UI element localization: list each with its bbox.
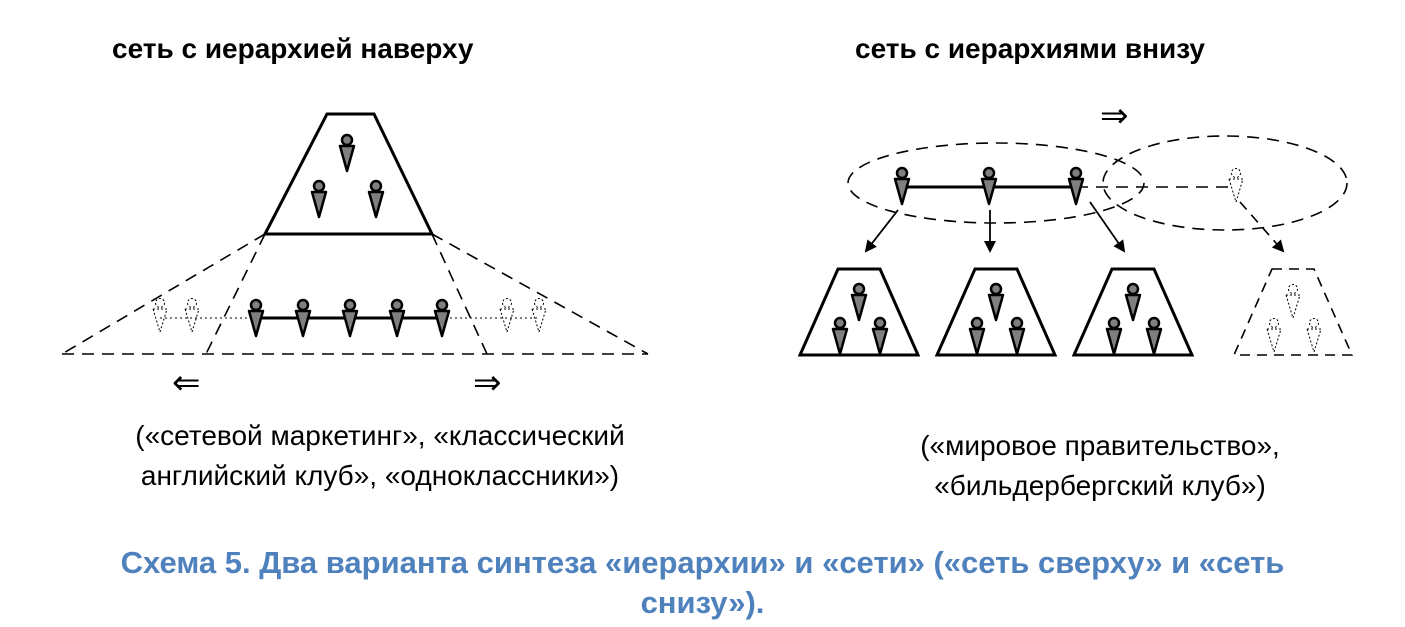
person-icon (433, 298, 451, 338)
hierarchy-trapezoid (797, 267, 921, 357)
person-icon (341, 298, 359, 338)
network-ellipse (847, 142, 1145, 224)
person-icon (294, 298, 312, 338)
person-icon (388, 298, 406, 338)
person-icon (893, 166, 911, 206)
top-hierarchy-trapezoid (262, 112, 435, 236)
person-icon (1008, 316, 1026, 356)
person-icon (338, 133, 356, 173)
dashed-network-expansion (61, 233, 649, 355)
person-icon (367, 179, 385, 219)
ghost-person-icon (499, 298, 515, 333)
person-icon (980, 166, 998, 206)
hierarchy-trapezoid (934, 267, 1058, 357)
network-ellipse-ghost (1102, 135, 1348, 231)
schema-caption-line: снизу»). (640, 585, 765, 620)
ghost-person-icon (1306, 318, 1322, 353)
caption-line: английский клуб», «одноклассники») (140, 460, 620, 491)
ghost-person-icon (1285, 284, 1301, 319)
person-icon (1145, 316, 1163, 356)
ghost-person-icon (184, 298, 200, 333)
right-network-diagram: ⇒ (797, 96, 1354, 357)
hierarchy-trapezoid (1071, 267, 1195, 357)
person-icon (987, 282, 1005, 322)
person-icon (850, 282, 868, 322)
left-diagram-title: сеть с иерархией наверху (112, 33, 474, 64)
caption-line: «бильдербергский клуб») (934, 470, 1266, 501)
arrow-down-icon (864, 209, 899, 253)
person-icon (247, 298, 265, 338)
person-icon (310, 179, 328, 219)
person-icon (1124, 282, 1142, 322)
arrow-right-icon: ⇒ (1100, 96, 1129, 136)
right-diagram-title: сеть с иерархиями внизу (855, 33, 1205, 64)
person-icon (1067, 166, 1085, 206)
caption-line: («мировое правительство», (920, 430, 1280, 461)
person-icon (871, 316, 889, 356)
ghost-person-icon (531, 298, 547, 333)
ghost-hierarchy-trapezoid (1232, 268, 1354, 356)
ghost-person-icon (1228, 168, 1244, 203)
person-icon (968, 316, 986, 356)
ghost-person-icon (1266, 318, 1282, 353)
schema-caption-line: Схема 5. Два варианта синтеза «иерархии»… (120, 545, 1285, 580)
caption-line: («сетевой маркетинг», «классический (135, 420, 625, 451)
arrow-right-icon: ⇒ (473, 363, 502, 403)
left-network-diagram: ⇐ ⇒ (61, 112, 649, 403)
arrow-down-icon (1089, 201, 1126, 253)
dashed-arrow-icon (1239, 201, 1285, 253)
right-caption: («мировое правительство», «бильдербергск… (800, 426, 1400, 506)
left-caption: («сетевой маркетинг», «классический англ… (60, 416, 700, 496)
person-icon (1105, 316, 1123, 356)
ghost-person-icon (152, 298, 168, 333)
person-icon (831, 316, 849, 356)
schema-caption: Схема 5. Два варианта синтеза «иерархии»… (0, 543, 1405, 623)
arrow-left-icon: ⇐ (172, 363, 201, 403)
